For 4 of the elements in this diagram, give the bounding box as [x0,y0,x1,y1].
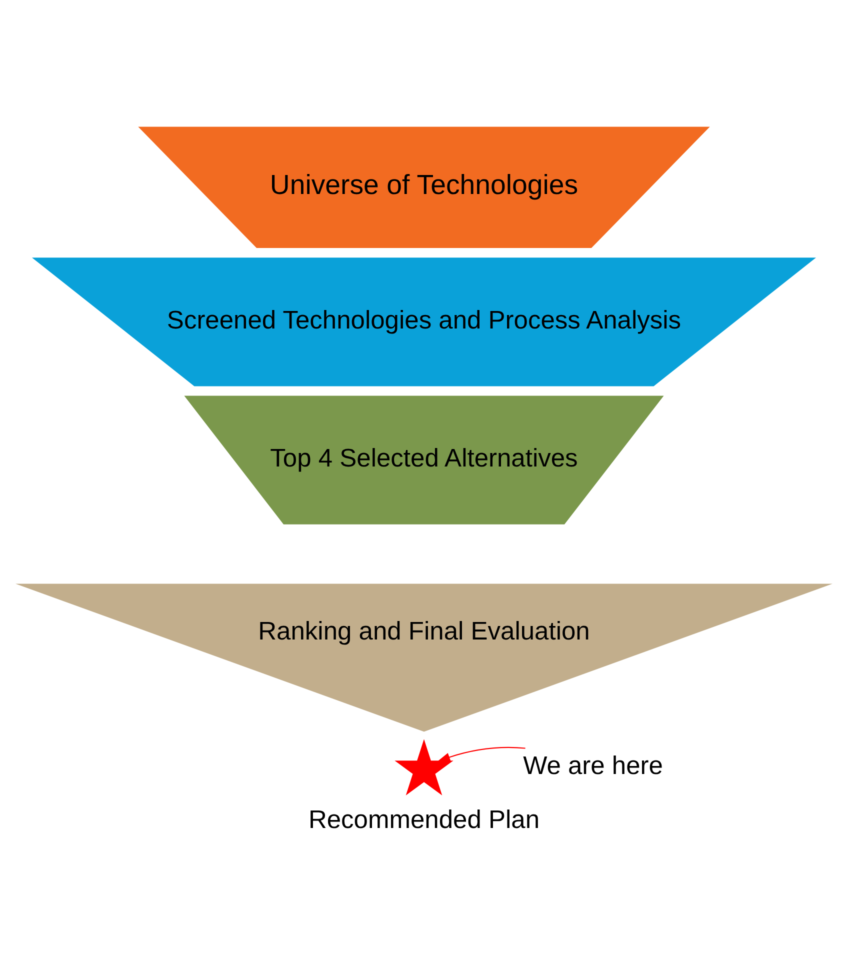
arrow [437,746,526,762]
label: Recommended Plan [308,806,540,834]
node-text: We are here [523,751,663,780]
node-star [394,738,454,795]
